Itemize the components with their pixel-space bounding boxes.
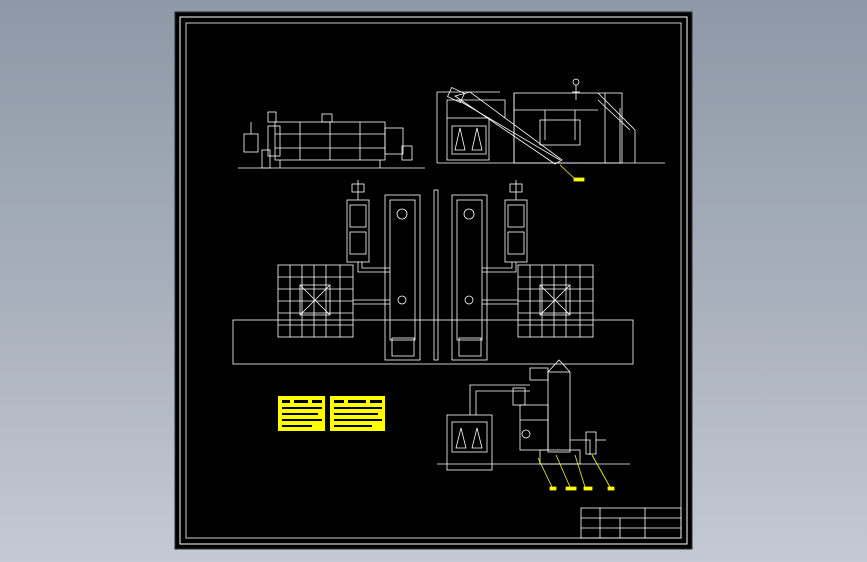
annotation-legend: [278, 396, 385, 431]
conveyor-platform-elevation-view: [436, 78, 665, 165]
plan-view-layout: [232, 180, 634, 365]
drawing-sheet: [174, 11, 693, 550]
tower-elevation-view: [437, 359, 630, 471]
sheet-outer-border: [179, 16, 688, 545]
title-block: [580, 507, 682, 539]
sheet-inner-border: [185, 22, 682, 539]
mixer-elevation-view: [238, 111, 425, 169]
leader-callouts: [537, 164, 615, 491]
